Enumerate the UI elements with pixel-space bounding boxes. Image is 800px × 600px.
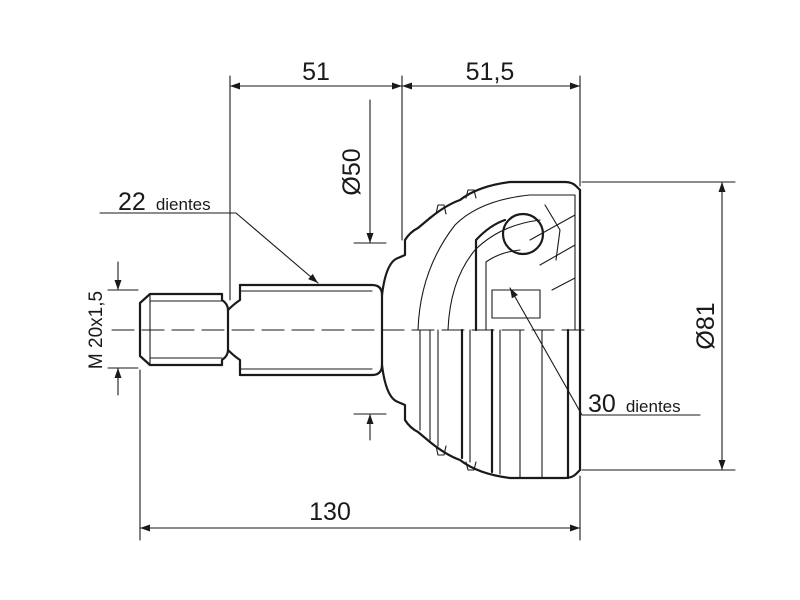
- callout-inner-splines-count: 30: [588, 390, 616, 418]
- dim-text-seal-diameter: Ø50: [338, 148, 366, 195]
- internal-cage: [417, 194, 576, 332]
- extension-lines: [107, 75, 736, 541]
- leader-inner-splines: [509, 287, 701, 416]
- callout-inner-splines: 30 dientes: [588, 390, 681, 418]
- dim-text-overall-length: 130: [309, 498, 351, 526]
- tone-ring-teeth-bottom: [435, 445, 477, 471]
- dim-text-thread: M 20x1,5: [86, 291, 107, 369]
- splined-shaft: [238, 283, 374, 377]
- neck-groove: [220, 292, 230, 367]
- threaded-stub: [138, 292, 224, 367]
- callout-inner-splines-unit: dientes: [626, 397, 681, 416]
- bell-section-lines: [419, 328, 570, 480]
- callout-outer-splines: 22 dientes: [118, 188, 211, 216]
- seal-seat: [380, 216, 432, 444]
- callout-outer-splines-count: 22: [118, 188, 146, 216]
- neck-groove-right: [226, 283, 242, 377]
- tone-ring-teeth-top: [435, 189, 477, 215]
- callout-outer-splines-unit: dientes: [156, 195, 211, 214]
- leader-outer-splines: [99, 212, 319, 284]
- bell-outer-bottom: [428, 440, 582, 480]
- dim-text-shaft-length: 51: [302, 58, 330, 86]
- bell-outer-top: [428, 180, 582, 220]
- dim-text-bell-length: 51,5: [466, 58, 515, 86]
- dim-text-outer-diameter: Ø81: [692, 302, 720, 349]
- ball-bearing: [501, 212, 545, 256]
